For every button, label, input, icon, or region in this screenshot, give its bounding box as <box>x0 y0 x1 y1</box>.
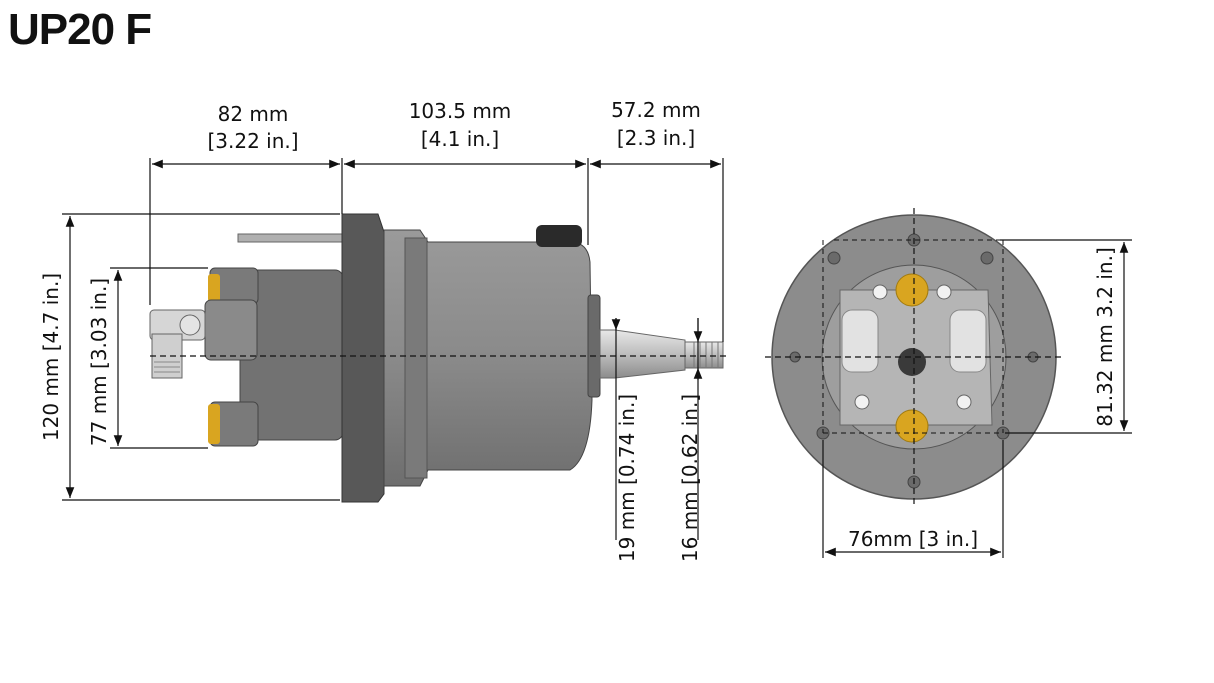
elbow-fitting <box>149 309 206 379</box>
dim-shaft-in: [2.3 in.] <box>617 126 695 150</box>
bolt <box>872 284 888 300</box>
dim-front-width: 76mm [3 in.] <box>848 527 978 551</box>
top-knob <box>536 225 582 247</box>
side-view <box>149 213 730 503</box>
dim-shaft-19: 19 mm [0.74 in.] <box>615 394 639 562</box>
bolt <box>936 284 952 300</box>
right-port-fitting <box>949 309 987 373</box>
bolt <box>854 394 870 410</box>
side-fitting <box>204 299 258 361</box>
shaft-tip <box>684 341 724 369</box>
side-dimension-lines <box>62 158 724 540</box>
dim-height-ports: 77 mm [3.03 in.] <box>87 278 111 446</box>
shaft <box>599 329 686 379</box>
mount-hole <box>827 251 841 265</box>
dim-shaft-mm: 57.2 mm <box>611 98 701 122</box>
dim-height-total: 120 mm [4.7 in.] <box>39 273 63 441</box>
dim-shaft-16: 16 mm [0.62 in.] <box>678 394 702 562</box>
flange <box>341 213 385 503</box>
bolt <box>956 394 972 410</box>
center-hub <box>898 348 926 376</box>
dim-flange-in: [3.22 in.] <box>207 129 298 153</box>
upper-stud <box>237 233 349 243</box>
dim-front-height: 81.32 mm 3.2 in.] <box>1093 247 1117 427</box>
dim-flange-mm: 82 mm <box>218 102 289 126</box>
front-dimension-lines <box>822 239 1132 558</box>
front-collar <box>587 294 601 398</box>
front-view <box>765 208 1065 508</box>
left-port-fitting <box>841 309 879 373</box>
upper-brass-plug <box>208 274 220 302</box>
top-brass-plug <box>895 273 929 307</box>
body-band <box>404 237 428 479</box>
page-title: UP20 F <box>8 5 152 54</box>
shaft-thread <box>693 342 719 368</box>
bottom-brass-plug <box>895 409 929 443</box>
dim-body-in: [4.1 in.] <box>421 127 499 151</box>
dim-body-mm: 103.5 mm <box>409 99 512 123</box>
mount-hole <box>980 251 994 265</box>
lower-brass-plug <box>208 404 220 444</box>
